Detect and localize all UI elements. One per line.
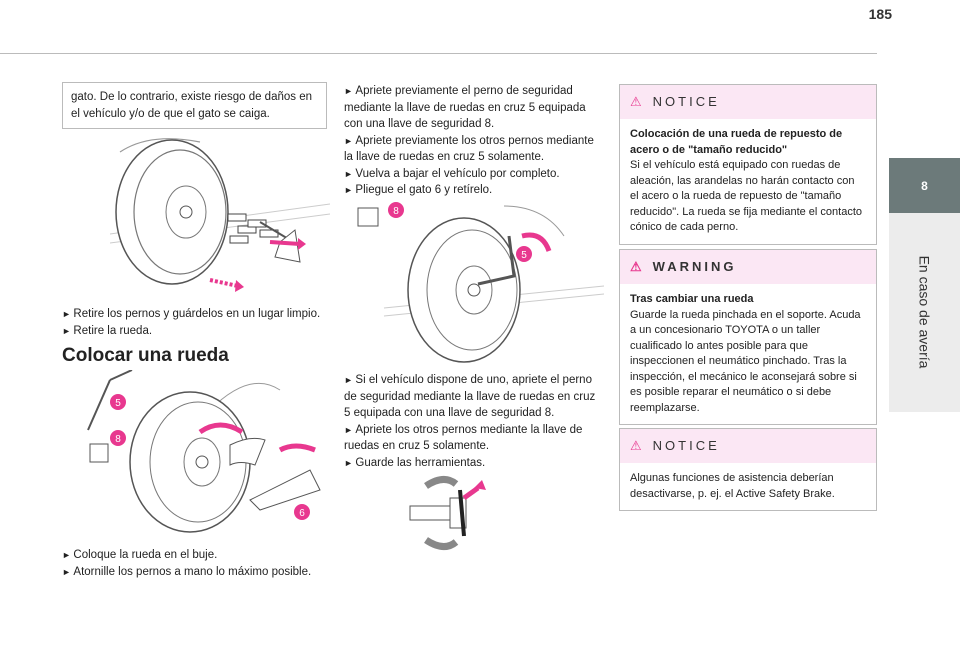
bullet-item: Vuelva a bajar el vehículo por completo. — [344, 166, 602, 183]
notice-header: ⚠ NOTICE — [620, 85, 876, 119]
bullet-item: Guarde las herramientas. — [344, 455, 602, 472]
bullet-item: Coloque la rueda en el buje. — [62, 547, 332, 564]
bullet-item: Si el vehículo dispone de uno, apriete e… — [344, 372, 602, 422]
warning-header: ⚠ WARNING — [620, 250, 876, 284]
warning-text: Guarde la rueda pinchada en el soporte. … — [630, 308, 861, 414]
notice-text: Algunas funciones de asistencia deberían… — [630, 472, 835, 500]
wheel-mounting-illustration: 5 8 6 — [87, 370, 321, 533]
notice-text: Si el vehículo está equipado con ruedas … — [630, 159, 862, 233]
bullet-item: Atornille los pernos a mano lo máximo po… — [62, 564, 332, 581]
top-rule — [0, 53, 877, 54]
page-number: 185 — [868, 6, 892, 22]
wheel-removal-illustration — [110, 138, 330, 292]
continuation-text: gato. De lo contrario, existe riesgo de … — [71, 91, 313, 120]
callout-label: 8 — [115, 434, 121, 445]
chapter-title: En caso de avería — [916, 255, 933, 369]
col1-bullets-a: Retire los pernos y guárdelos en un luga… — [62, 306, 332, 339]
warning-body: Tras cambiar una rueda Guarde la rueda p… — [620, 284, 876, 424]
notice-body: Algunas funciones de asistencia deberían… — [620, 463, 876, 510]
callout-label: 6 — [299, 508, 305, 519]
warning-box: ⚠ WARNING Tras cambiar una rueda Guarde … — [619, 249, 877, 425]
bullet-item: Apriete los otros pernos mediante la lla… — [344, 422, 602, 455]
wheel-tightening-illustration: 8 5 — [357, 202, 604, 363]
warning-triangle-icon: ⚠ — [630, 259, 645, 275]
notice-body: Colocación de una rueda de repuesto de a… — [620, 119, 876, 244]
notice-box-1: ⚠ NOTICE Colocación de una rueda de repu… — [619, 84, 877, 245]
bullet-item: Retire la rueda. — [62, 323, 332, 340]
washer-bolt-illustration — [409, 476, 486, 550]
callout-label: 5 — [115, 398, 121, 409]
warning-title: Tras cambiar una rueda — [630, 293, 754, 305]
col2-bullets-a: Apriete previamente el perno de segurida… — [344, 83, 602, 199]
section-heading: Colocar una rueda — [62, 345, 229, 366]
col2-bullets-b: Si el vehículo dispone de uno, apriete e… — [344, 372, 602, 471]
callout-label: 5 — [521, 250, 527, 261]
chapter-band — [889, 213, 960, 412]
col1-bullets-b: Coloque la rueda en el buje. Atornille l… — [62, 547, 332, 580]
bullet-item: Retire los pernos y guárdelos en un luga… — [62, 306, 332, 323]
notice-box-2: ⚠ NOTICE Algunas funciones de asistencia… — [619, 428, 877, 511]
bullet-item: Apriete previamente el perno de segurida… — [344, 83, 602, 133]
callout-label: 8 — [393, 206, 399, 217]
chapter-tab[interactable]: 8 — [889, 158, 960, 213]
warning-triangle-icon: ⚠ — [630, 94, 645, 110]
bullet-item: Apriete previamente los otros pernos med… — [344, 133, 602, 166]
continuation-box: gato. De lo contrario, existe riesgo de … — [62, 82, 327, 129]
bullet-item: Pliegue el gato 6 y retírelo. — [344, 182, 602, 199]
notice-header: ⚠ NOTICE — [620, 429, 876, 463]
warning-triangle-icon: ⚠ — [630, 438, 645, 454]
notice-title: Colocación de una rueda de repuesto de a… — [630, 128, 843, 156]
